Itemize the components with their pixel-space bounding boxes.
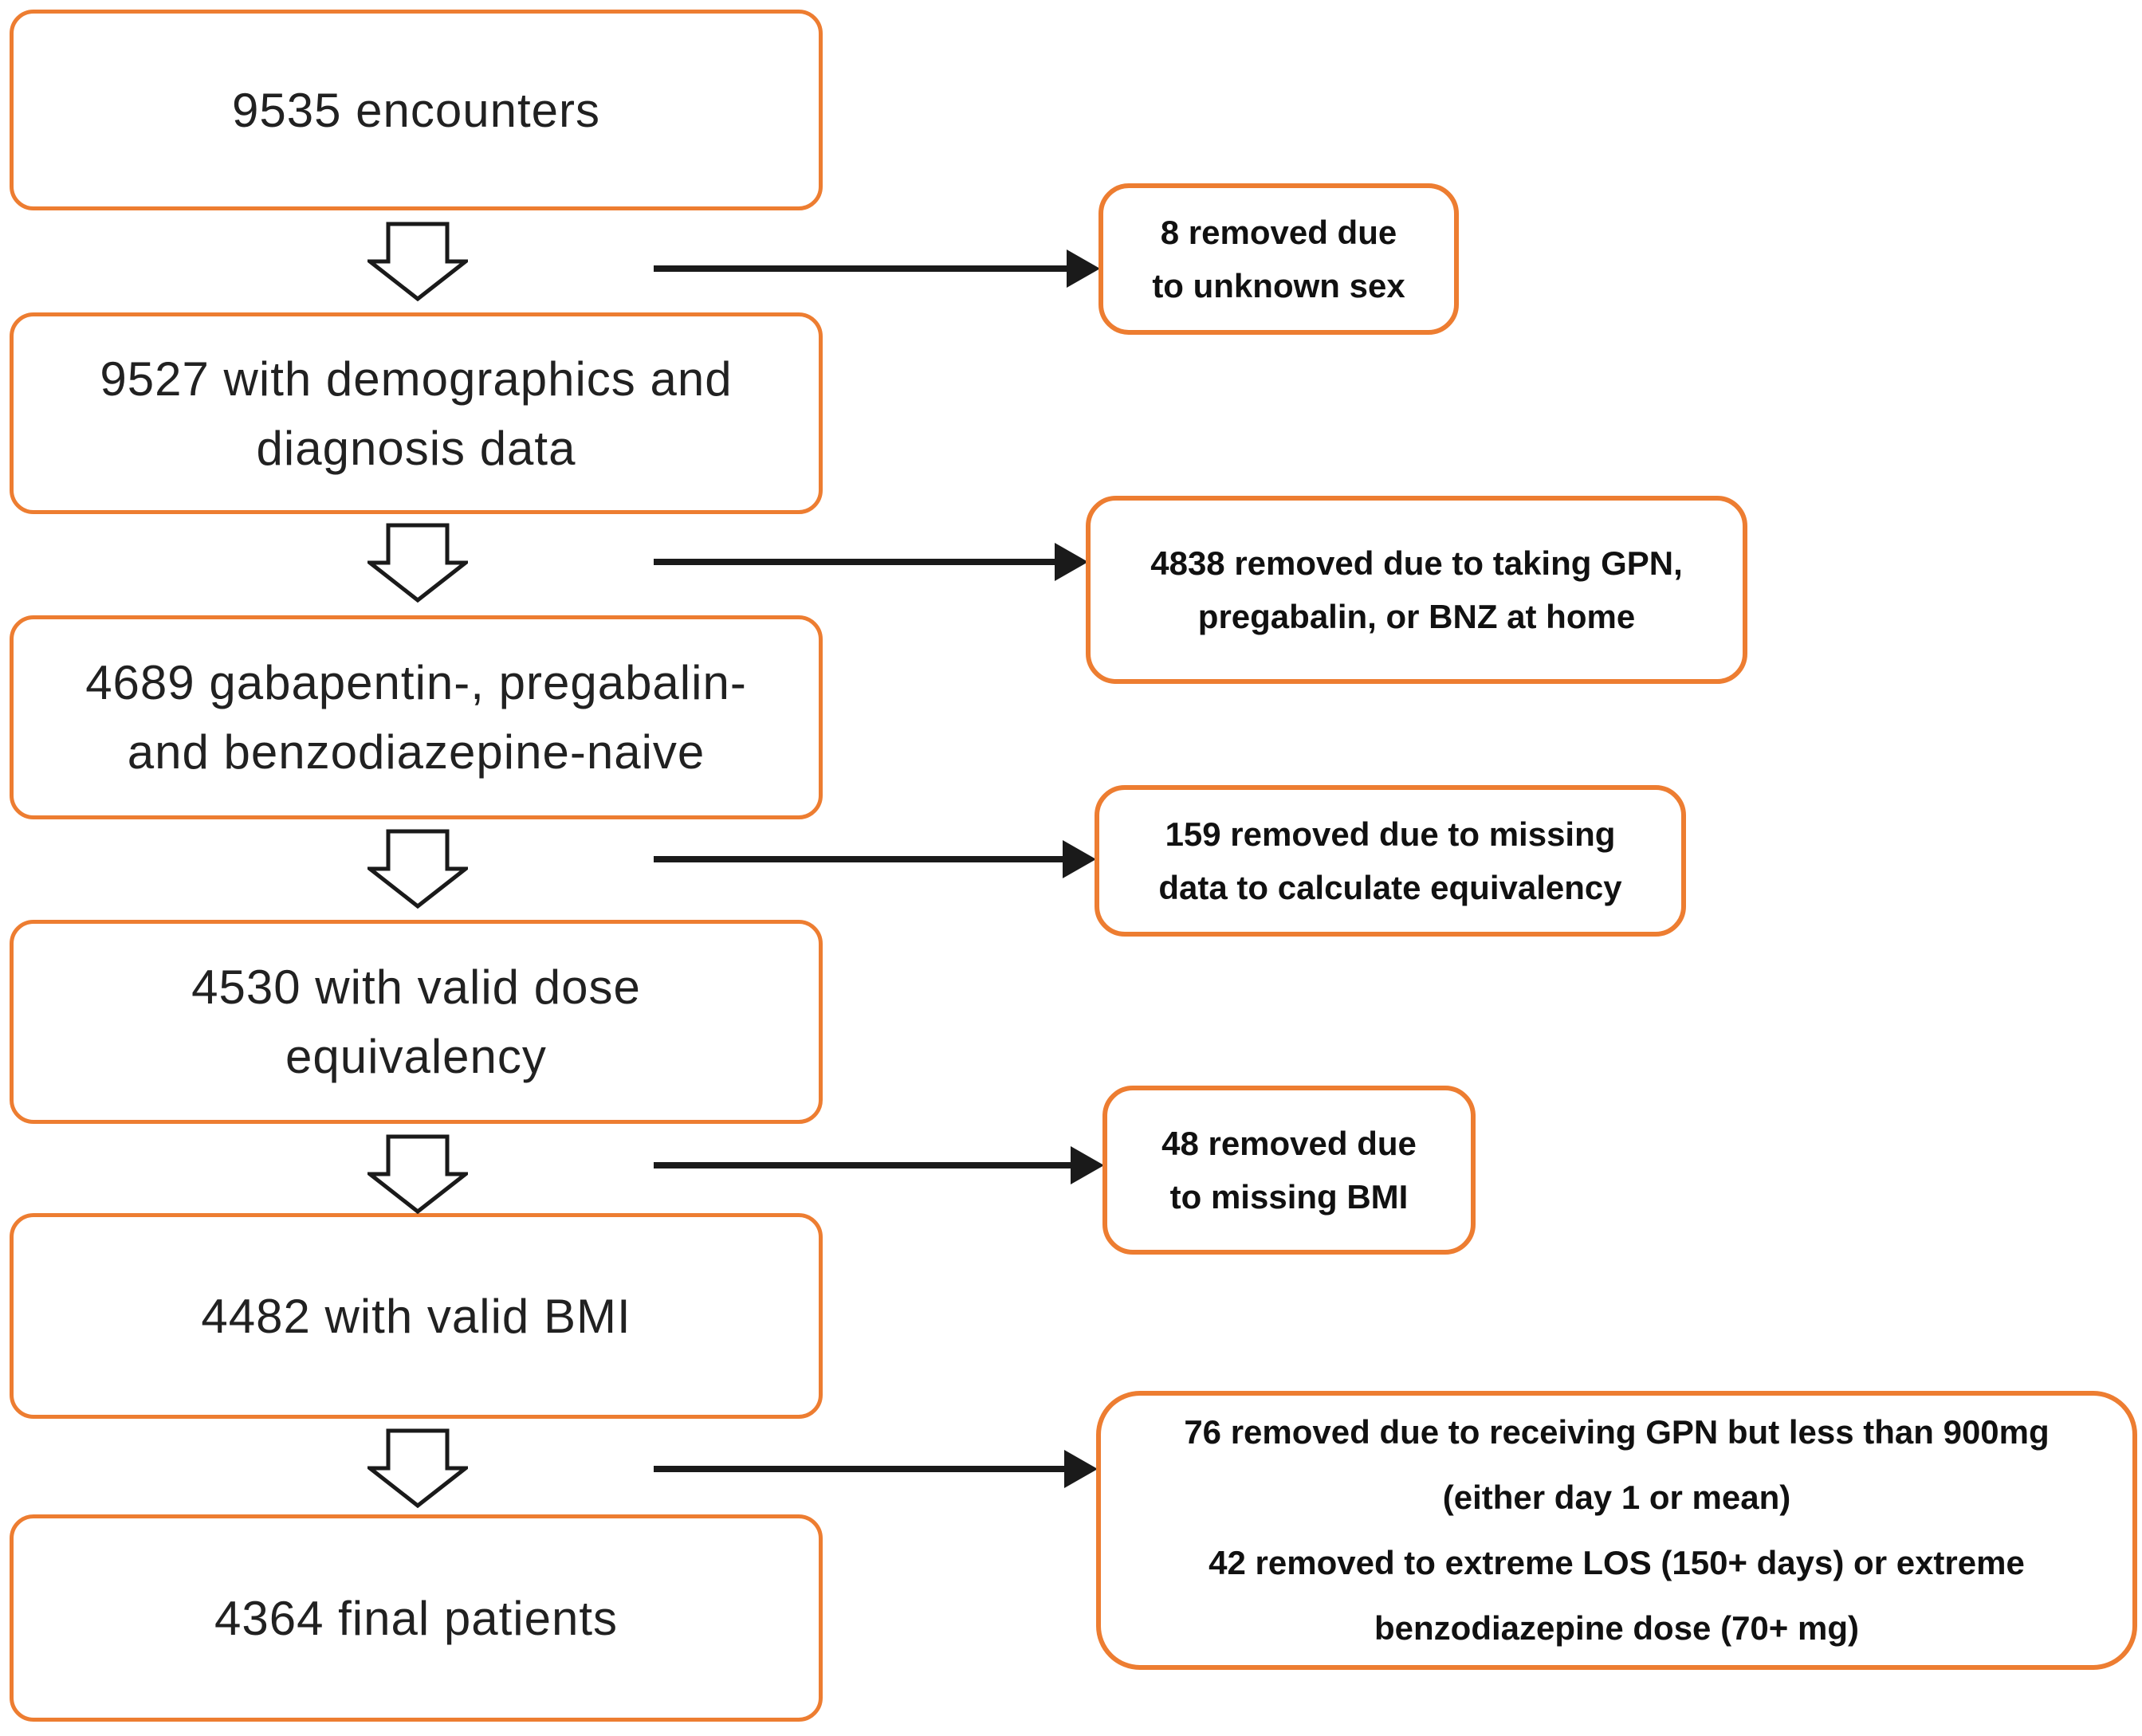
down-arrow-icon xyxy=(367,523,468,603)
right-arrow-icon xyxy=(654,265,1068,272)
flow-step-label: 4530 with valid dose equivalency xyxy=(191,960,641,1083)
right-arrow-icon xyxy=(654,856,1064,862)
exclusion-label: 76 removed due to receiving GPN but less… xyxy=(1184,1413,2050,1647)
exclusion-box-missing-equivalency: 159 removed due to missing data to calcu… xyxy=(1095,785,1686,937)
flow-step-drug-naive: 4689 gabapentin-, pregabalin- and benzod… xyxy=(10,615,823,819)
flow-step-demographics: 9527 with demographics and diagnosis dat… xyxy=(10,312,823,514)
flow-step-label: 4482 with valid BMI xyxy=(201,1289,631,1343)
exclusion-label: 8 removed due to unknown sex xyxy=(1152,213,1405,304)
down-arrow-icon xyxy=(367,222,468,301)
flow-step-label: 9535 encounters xyxy=(231,83,600,137)
flow-step-valid-bmi: 4482 with valid BMI xyxy=(10,1213,823,1419)
exclusion-label: 159 removed due to missing data to calcu… xyxy=(1158,815,1622,906)
right-arrow-icon xyxy=(654,559,1056,565)
flow-step-encounters: 9535 encounters xyxy=(10,10,823,210)
flow-step-dose-equivalency: 4530 with valid dose equivalency xyxy=(10,920,823,1124)
down-arrow-icon xyxy=(367,1428,468,1508)
right-arrow-icon xyxy=(654,1466,1066,1472)
flow-step-label: 4364 final patients xyxy=(214,1591,619,1645)
down-arrow-icon xyxy=(367,829,468,909)
exclusion-box-gpn-dose-and-los: 76 removed due to receiving GPN but less… xyxy=(1096,1391,2137,1670)
right-arrow-icon xyxy=(654,1162,1072,1168)
flow-step-label: 4689 gabapentin-, pregabalin- and benzod… xyxy=(85,656,747,779)
flow-step-final-patients: 4364 final patients xyxy=(10,1514,823,1722)
down-arrow-icon xyxy=(367,1134,468,1214)
exclusion-box-missing-bmi: 48 removed due to missing BMI xyxy=(1102,1086,1476,1255)
exclusion-label: 48 removed due to missing BMI xyxy=(1161,1124,1417,1216)
flow-step-label: 9527 with demographics and diagnosis dat… xyxy=(100,352,733,475)
exclusion-box-unknown-sex: 8 removed due to unknown sex xyxy=(1099,183,1459,335)
exclusion-label: 4838 removed due to taking GPN, pregabal… xyxy=(1150,544,1683,635)
exclusion-box-home-meds: 4838 removed due to taking GPN, pregabal… xyxy=(1086,496,1747,684)
